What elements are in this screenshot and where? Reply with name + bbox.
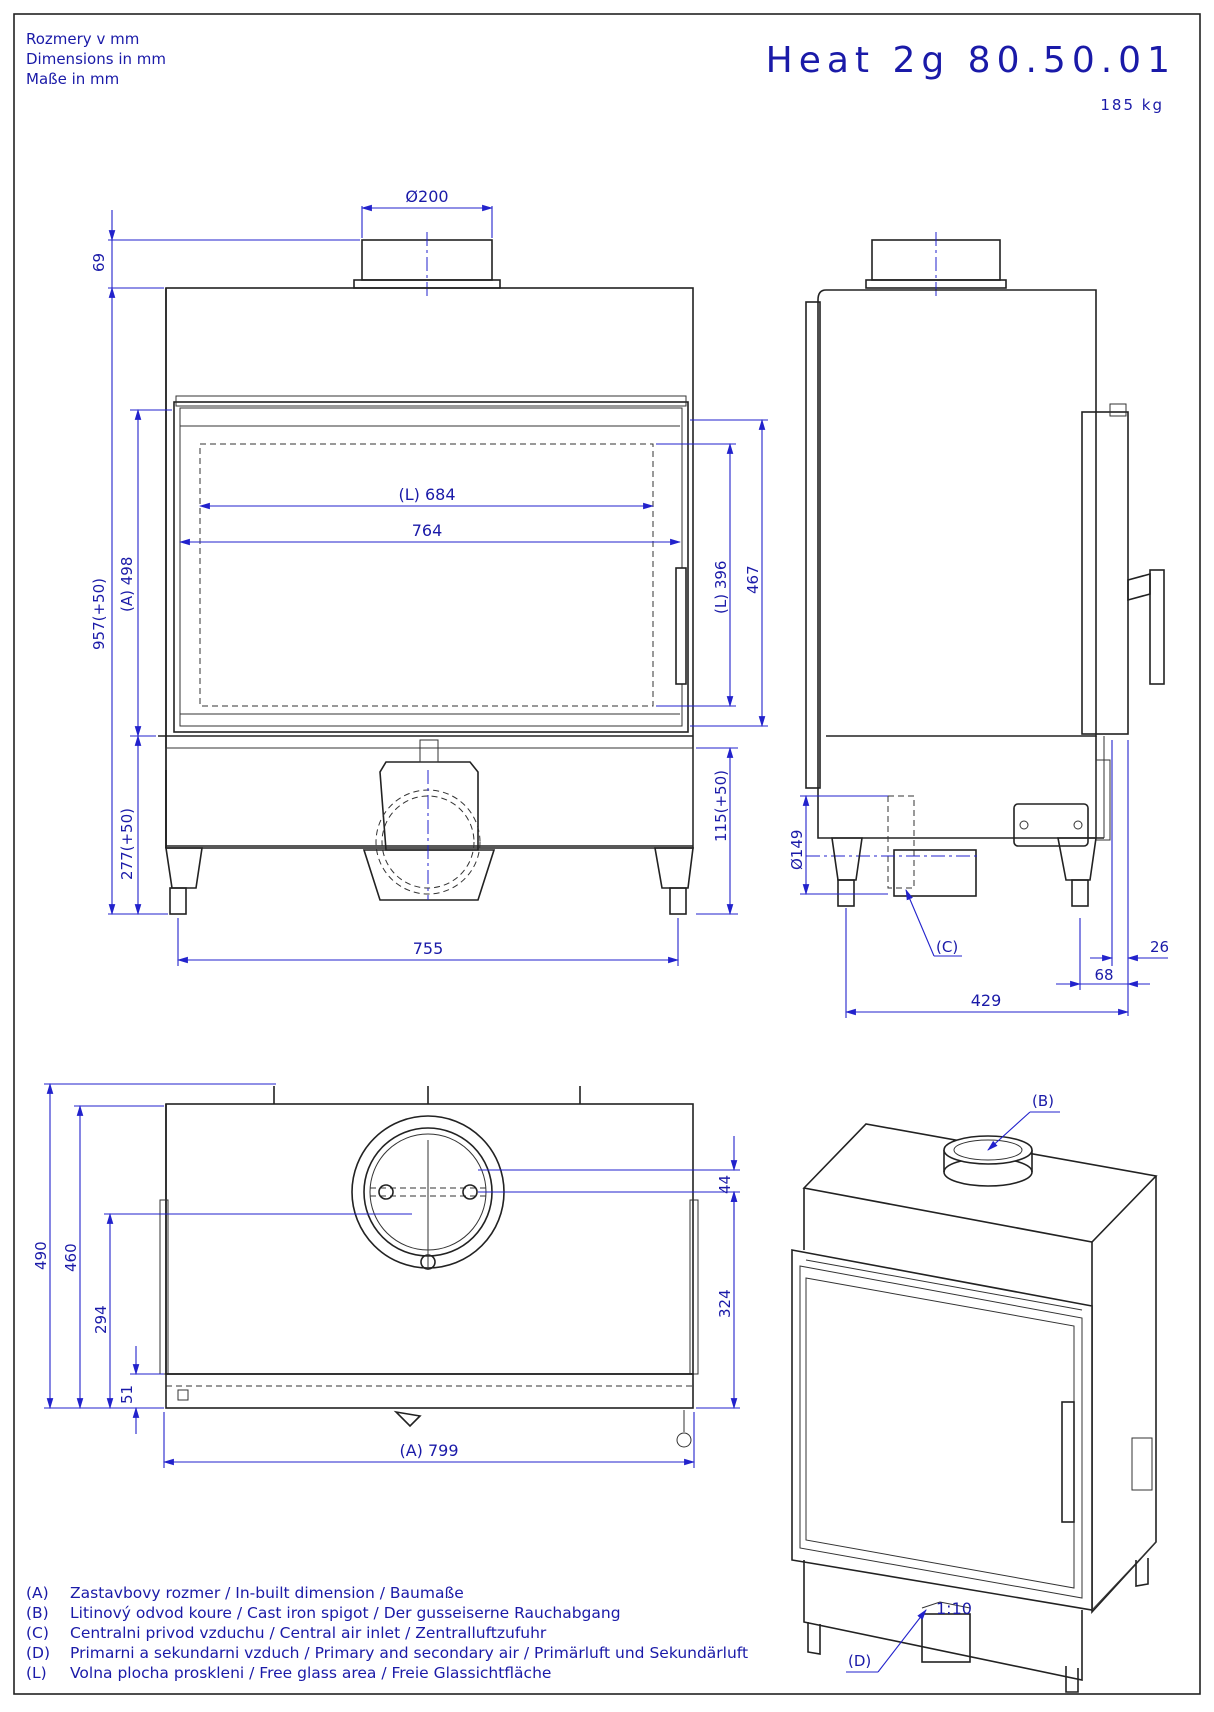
- weight-label: 185 kg: [1100, 96, 1164, 114]
- dim-total-height: 957(+50): [90, 578, 108, 650]
- iso-callouts: (B) (D): [846, 1092, 1060, 1673]
- units-line-3: Maße in mm: [26, 70, 119, 88]
- top-view: [159, 1086, 699, 1448]
- front-dimensions: Ø200 69 957(+50) (A) 498 277(+50) (L) 68…: [90, 187, 768, 966]
- callout-b: (B): [1032, 1092, 1054, 1110]
- legend-text-b: Litinový odvod koure / Cast iron spigot …: [70, 1604, 621, 1622]
- dim-air-inlet-height: 115(+50): [712, 770, 730, 842]
- legend-key-c: (C): [26, 1624, 49, 1642]
- dim-builtin-height: (A) 498: [118, 557, 136, 612]
- sheet-border: [13, 13, 1201, 1695]
- dim-air-inlet-diameter: Ø149: [788, 830, 806, 870]
- callout-d: (D): [848, 1652, 871, 1670]
- dim-side-offset-26: 26: [1150, 938, 1169, 956]
- top-dimensions: 490 460 294 51 44 324 (A) 799: [32, 1082, 740, 1468]
- side-view: [805, 232, 1165, 907]
- dim-builtin-width: (A) 799: [399, 1441, 458, 1460]
- dim-glass-width: (L) 684: [398, 485, 455, 504]
- dim-door-width: 764: [412, 521, 443, 540]
- legend-text-a: Zastavbovy rozmer / In-built dimension /…: [70, 1584, 464, 1602]
- legend-text-c: Centralni privod vzduchu / Central air i…: [70, 1624, 547, 1642]
- side-dimensions: Ø149 (C) 26 68 429: [788, 740, 1169, 1018]
- dim-flue-center-294: 294: [92, 1305, 110, 1334]
- legend-key-a: (A): [26, 1584, 49, 1602]
- dim-glass-height: (L) 396: [712, 561, 730, 614]
- dim-flue-offset-44: 44: [716, 1175, 734, 1194]
- legend-key-b: (B): [26, 1604, 49, 1622]
- callout-c: (C): [936, 938, 958, 956]
- units-line-1: Rozmery v mm: [26, 30, 139, 48]
- legend-text-d: Primarni a sekundarni vzduch / Primary a…: [70, 1644, 748, 1662]
- dim-door-height: 467: [744, 565, 762, 594]
- dim-leg-span: 755: [413, 939, 444, 958]
- dim-flue-center-324: 324: [716, 1289, 734, 1318]
- scale-label: 1:10: [936, 1599, 972, 1618]
- dim-flue-diameter: Ø200: [405, 187, 448, 206]
- front-view: [158, 232, 694, 915]
- legend-key-l: (L): [26, 1664, 47, 1682]
- dim-base-height: 277(+50): [118, 808, 136, 880]
- legend-text-l: Volna plocha proskleni / Free glass area…: [70, 1664, 551, 1682]
- dim-front-51: 51: [118, 1385, 136, 1404]
- dim-depth: 429: [971, 991, 1002, 1010]
- dim-flue-height: 69: [90, 253, 108, 272]
- dim-depth-460: 460: [62, 1243, 80, 1272]
- model-title: Heat 2g 80.50.01: [766, 40, 1176, 81]
- dim-total-depth: 490: [32, 1241, 50, 1270]
- dim-side-offset-68: 68: [1094, 966, 1113, 984]
- legend-key-d: (D): [26, 1644, 50, 1662]
- units-line-2: Dimensions in mm: [26, 50, 166, 68]
- isometric-view: [791, 1123, 1158, 1693]
- legend: (A) Zastavbovy rozmer / In-built dimensi…: [26, 1584, 748, 1682]
